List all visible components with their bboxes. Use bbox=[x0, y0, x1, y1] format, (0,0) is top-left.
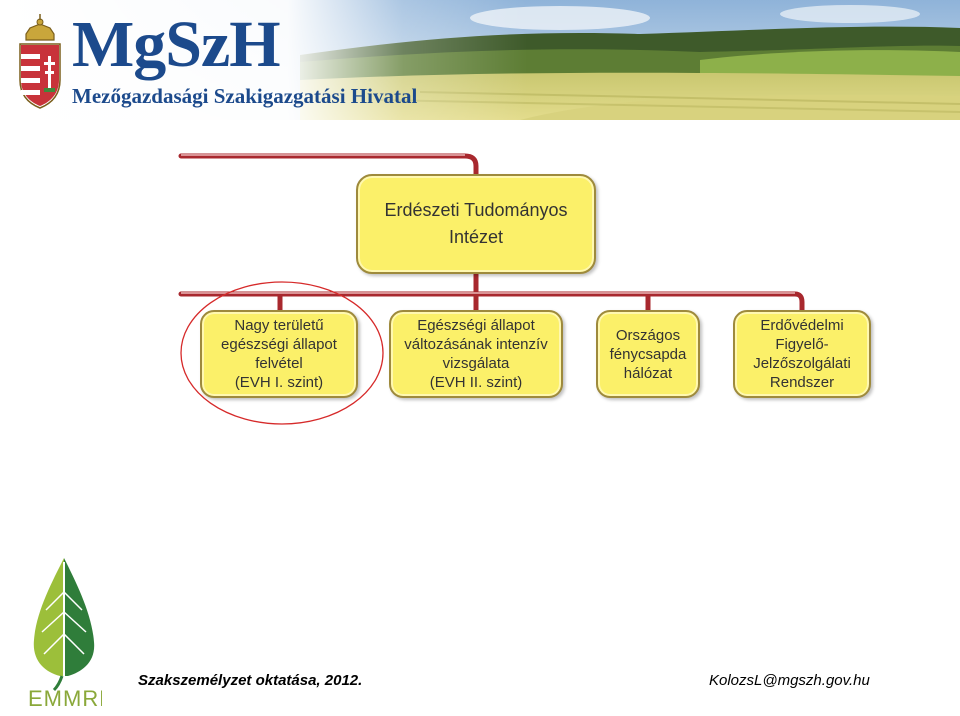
node-erdeszeti-tudomanyos-intezet: Erdészeti Tudományos Intézet bbox=[356, 174, 596, 274]
footer-course-text: Szakszemélyzet oktatása, 2012. bbox=[138, 672, 363, 689]
footer-email-link[interactable]: KolozsL@mgszh.gov.hu bbox=[709, 672, 870, 689]
emmre-logo-text: EMMRE bbox=[28, 686, 102, 710]
hungarian-coat-of-arms-icon bbox=[19, 14, 61, 109]
node-intenziv-vizsgalat: Egészségi állapot változásának intenzív … bbox=[389, 310, 563, 398]
header-banner: MgSzH Mezőgazdasági Szakigazgatási Hivat… bbox=[0, 0, 960, 120]
landscape-banner-image bbox=[0, 0, 960, 120]
node-label: Erdészeti Tudományos Intézet bbox=[384, 200, 568, 247]
node-erdovedelmi-jelzoszolgalat: Erdővédelmi Figyelő- Jelzőszolgálati Ren… bbox=[733, 310, 871, 398]
node-fenycsapda-halozat: Országos fénycsapda hálózat bbox=[596, 310, 700, 398]
highlight-ellipse bbox=[180, 281, 384, 425]
node-nagy-teruletu-felvetel: Nagy területű egészségi állapot felvétel… bbox=[200, 310, 358, 398]
emmre-leaf-logo: EMMRE bbox=[28, 558, 102, 710]
node-label: Egészségi állapot változásának intenzív … bbox=[404, 317, 548, 391]
logo-title: MgSzH bbox=[72, 8, 281, 81]
connector-bus bbox=[178, 291, 805, 315]
connector-top-incoming bbox=[178, 153, 479, 179]
node-label: Erdővédelmi Figyelő- Jelzőszolgálati Ren… bbox=[753, 317, 851, 391]
logo-subtitle: Mezőgazdasági Szakigazgatási Hivatal bbox=[72, 84, 418, 108]
node-label: Nagy területű egészségi állapot felvétel… bbox=[221, 317, 337, 391]
node-label: Országos fénycsapda hálózat bbox=[609, 326, 687, 382]
